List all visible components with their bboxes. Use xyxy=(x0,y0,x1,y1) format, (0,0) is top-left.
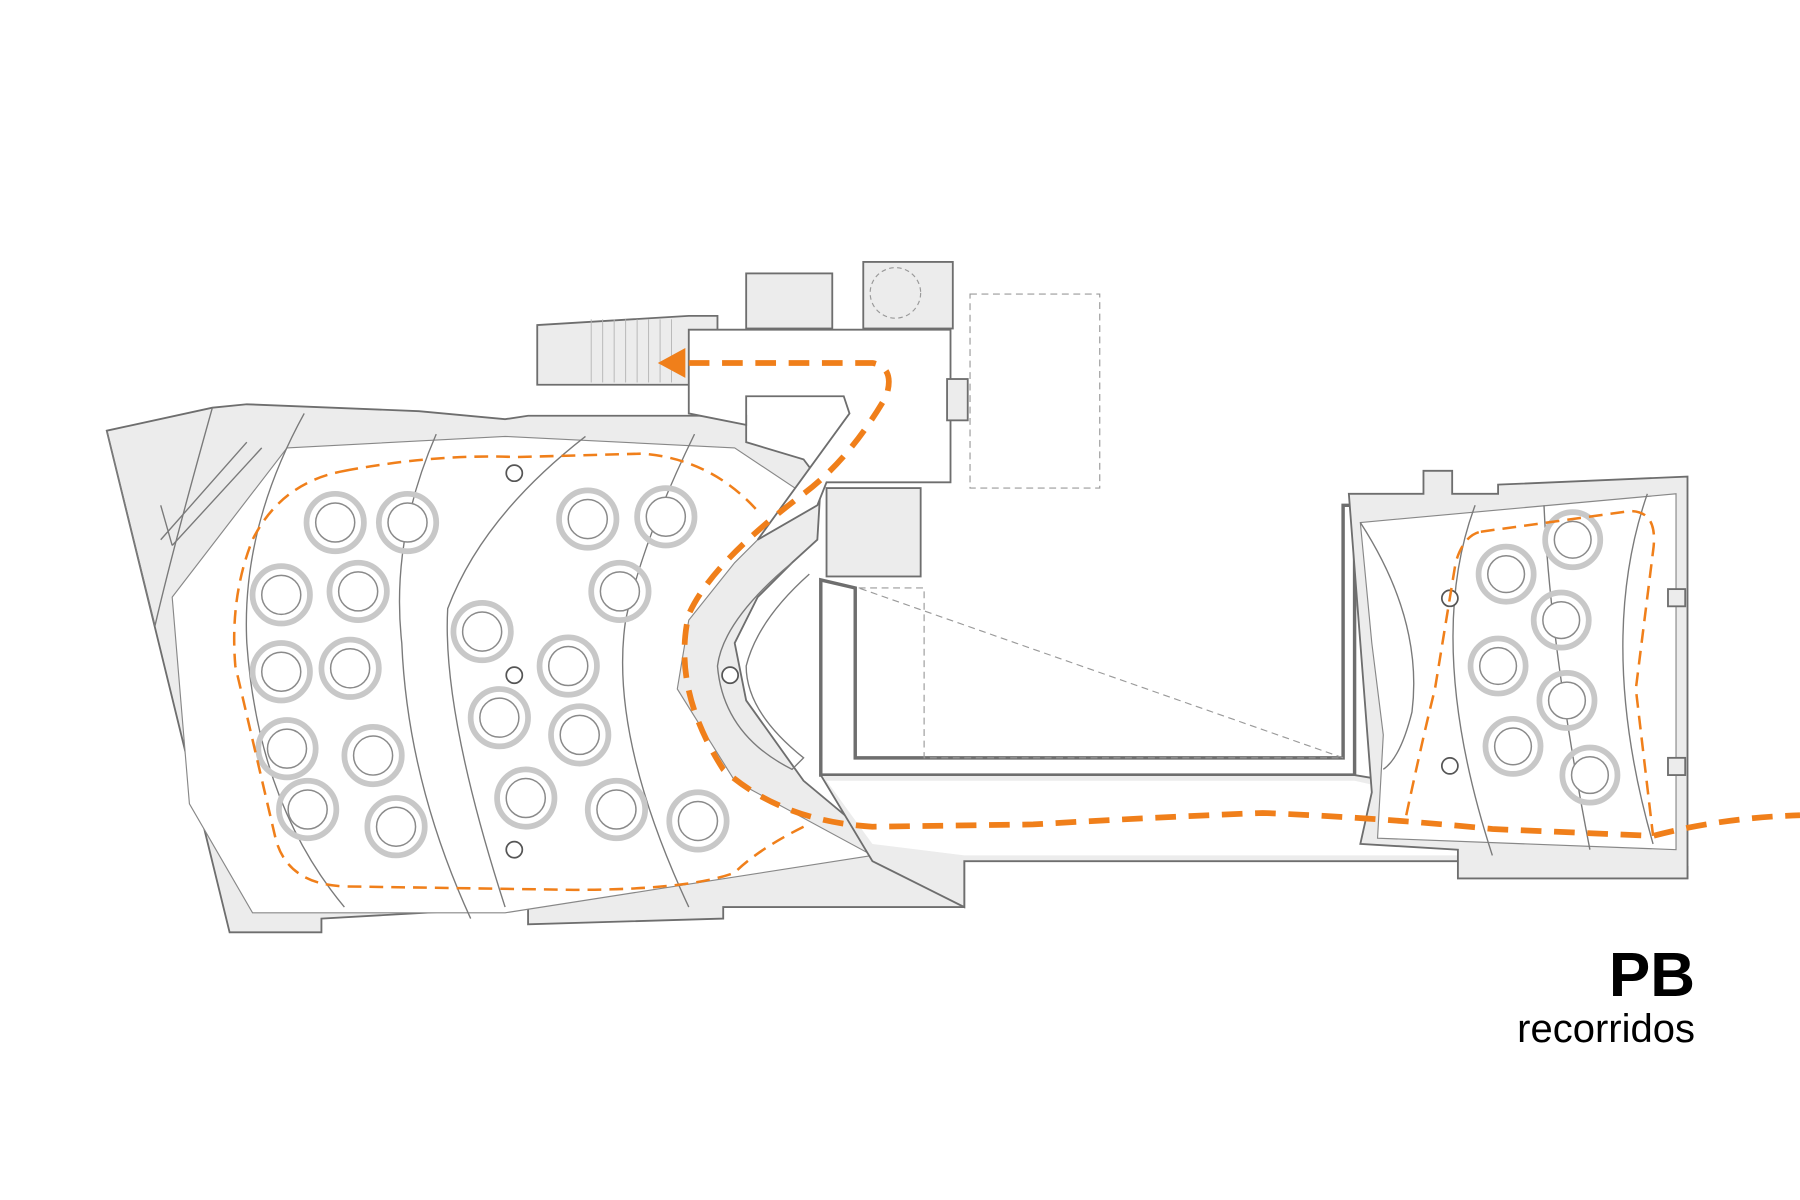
aisle-3 xyxy=(446,435,586,908)
table xyxy=(1553,520,1592,559)
tables-group xyxy=(249,485,730,859)
column xyxy=(721,666,739,685)
outdoor-area xyxy=(969,293,1101,489)
table-seating xyxy=(276,777,340,842)
table-seating xyxy=(364,795,428,859)
table-seating xyxy=(1536,670,1598,731)
table-seating xyxy=(1475,543,1537,605)
table-seating xyxy=(1559,744,1621,806)
column xyxy=(505,464,524,483)
niche xyxy=(1667,588,1687,608)
table-seating xyxy=(255,717,319,781)
table-seating xyxy=(249,640,313,704)
table-seating xyxy=(556,487,620,551)
right-curved-wall xyxy=(1359,522,1415,770)
ramp xyxy=(160,441,263,546)
stage-curve xyxy=(106,407,214,626)
table-seating xyxy=(303,490,367,555)
table xyxy=(1547,681,1587,720)
table xyxy=(596,789,637,830)
route-loop-right xyxy=(1405,509,1656,837)
column xyxy=(505,840,524,859)
route-main xyxy=(681,360,1800,839)
drawing-label: PB recorridos xyxy=(1517,941,1695,1051)
table-seating xyxy=(1530,589,1592,651)
table-seating xyxy=(318,636,382,700)
table-seating xyxy=(494,766,558,830)
stairs xyxy=(590,319,673,383)
direction-arrow-icon xyxy=(657,348,686,378)
table-seating xyxy=(326,559,390,623)
table-seating xyxy=(666,789,730,853)
table xyxy=(329,648,371,689)
lift-room xyxy=(862,261,954,330)
table xyxy=(547,645,589,687)
upper-core xyxy=(536,261,1101,578)
tables-group xyxy=(1467,509,1621,806)
drawing-title: PB xyxy=(1608,941,1695,1010)
table xyxy=(1570,755,1610,795)
table xyxy=(479,697,520,738)
drawing-subtitle: recorridos xyxy=(1517,1007,1695,1051)
table xyxy=(599,571,641,612)
route-loop-left xyxy=(232,452,805,892)
niche xyxy=(1667,756,1687,776)
table xyxy=(1542,600,1581,640)
table-seating xyxy=(375,490,440,555)
table xyxy=(260,651,302,693)
table xyxy=(352,735,394,776)
table xyxy=(559,714,600,756)
niche xyxy=(946,378,969,422)
table-seating xyxy=(634,485,698,549)
table xyxy=(567,498,609,540)
courtyard-dash xyxy=(858,587,1344,759)
table xyxy=(287,789,328,830)
table-seating xyxy=(341,723,405,788)
table xyxy=(677,800,719,842)
corridor xyxy=(687,328,952,541)
table xyxy=(337,571,379,612)
table xyxy=(260,574,302,616)
main-hall xyxy=(105,403,966,934)
service-room xyxy=(745,272,834,330)
table xyxy=(266,728,308,769)
table-seating xyxy=(1482,715,1544,777)
table-seating xyxy=(249,563,313,627)
table-seating xyxy=(1542,509,1604,571)
table xyxy=(387,502,428,543)
table-seating xyxy=(584,777,649,842)
table xyxy=(1478,646,1518,686)
turning-circle xyxy=(869,267,922,319)
table-seating xyxy=(1467,635,1529,697)
table-seating xyxy=(450,600,514,664)
aisle-1 xyxy=(245,413,345,908)
table xyxy=(375,806,417,847)
right-hall xyxy=(1347,469,1689,880)
column xyxy=(505,666,524,685)
routes xyxy=(232,348,1800,892)
table xyxy=(1487,555,1526,594)
table xyxy=(645,496,687,538)
table xyxy=(1493,727,1533,766)
table xyxy=(461,611,503,652)
table xyxy=(314,502,356,543)
curved-bench xyxy=(716,562,810,771)
stair-block-2 xyxy=(825,487,922,578)
column xyxy=(1440,756,1459,775)
table-seating xyxy=(588,559,652,623)
table-seating xyxy=(467,686,531,750)
table xyxy=(505,777,547,819)
table-seating xyxy=(548,703,612,767)
table-seating xyxy=(536,634,600,698)
